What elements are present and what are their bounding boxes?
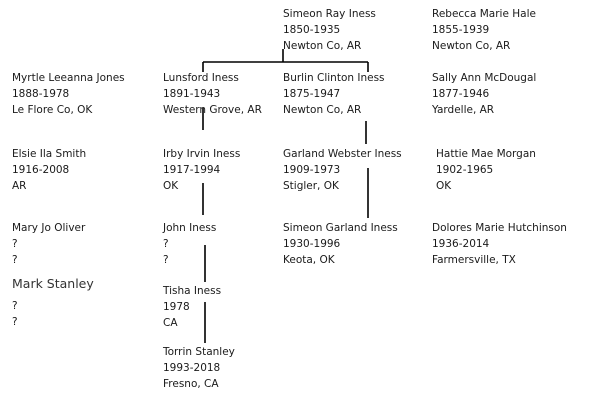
person-name: Elsie Ila Smith [12,148,87,160]
person-name: Mary Jo Oliver [12,222,86,234]
person-myrtle-leeanna-jones: Myrtle Leeanna Jones 1888-1978 Le Flore … [12,70,125,118]
person-place: Newton Co, AR [283,40,362,52]
person-mary-jo-oliver: Mary Jo Oliver ? ? [12,220,85,268]
person-place: OK [436,180,452,192]
person-name: Torrin Stanley [163,346,235,358]
person-dates: 1875-1947 [283,88,341,100]
person-name: Myrtle Leeanna Jones [12,72,125,84]
person-simeon-ray-iness: Simeon Ray Iness 1850-1935 Newton Co, AR [283,6,376,54]
person-name: Irby Irvin Iness [163,148,241,160]
person-place: Newton Co, AR [283,104,362,116]
person-name: Hattie Mae Morgan [436,148,536,160]
person-place: Farmersville, TX [432,254,516,266]
person-place: ? [163,254,169,266]
person-dates: 1891-1943 [163,88,221,100]
person-place: Keota, OK [283,254,335,266]
person-place: CA [163,317,178,329]
person-name: Garland Webster Iness [283,148,402,160]
person-simeon-garland-iness: Simeon Garland Iness 1930-1996 Keota, OK [283,220,398,268]
person-place: Newton Co, AR [432,40,511,52]
person-place: ? [12,316,18,328]
person-dates: 1902-1965 [436,164,494,176]
person-place: Stigler, OK [283,180,339,192]
person-name: Mark Stanley [12,276,94,291]
person-name: Rebecca Marie Hale [432,8,536,20]
person-dates: 1930-1996 [283,238,341,250]
person-name: Dolores Marie Hutchinson [432,222,567,234]
person-place: Western Grove, AR [163,104,262,116]
person-elsie-ila-smith: Elsie Ila Smith 1916-2008 AR [12,146,86,194]
person-name: John Iness [163,222,217,234]
person-dates: 1888-1978 [12,88,70,100]
person-garland-webster-iness: Garland Webster Iness 1909-1973 Stigler,… [283,146,402,194]
person-name: Simeon Ray Iness [283,8,376,20]
person-mark-stanley: Mark Stanley ? ? [12,276,94,330]
person-rebecca-marie-hale: Rebecca Marie Hale 1855-1939 Newton Co, … [432,6,536,54]
person-dates: 1978 [163,301,190,313]
person-name: Simeon Garland Iness [283,222,398,234]
person-john-iness: John Iness ? ? [163,220,216,268]
person-sally-ann-mcdougal: Sally Ann McDougal 1877-1946 Yardelle, A… [432,70,536,118]
person-dates: 1909-1973 [283,164,341,176]
person-place: Le Flore Co, OK [12,104,93,116]
person-place: OK [163,180,179,192]
person-dolores-marie-hutchinson: Dolores Marie Hutchinson 1936-2014 Farme… [432,220,567,268]
person-dates: 1855-1939 [432,24,490,36]
person-lunsford-iness: Lunsford Iness 1891-1943 Western Grove, … [163,70,262,118]
person-torrin-stanley: Torrin Stanley 1993-2018 Fresno, CA [163,344,235,392]
person-dates: 1877-1946 [432,88,490,100]
person-dates: 1917-1994 [163,164,221,176]
person-dates: ? [12,238,18,250]
person-name: Sally Ann McDougal [432,72,537,84]
person-name: Lunsford Iness [163,72,239,84]
person-place: ? [12,254,18,266]
person-name: Tisha Iness [163,285,222,297]
person-name: Burlin Clinton Iness [283,72,385,84]
person-irby-irvin-iness: Irby Irvin Iness 1917-1994 OK [163,146,240,194]
person-place: Fresno, CA [163,378,219,390]
person-burlin-clinton-iness: Burlin Clinton Iness 1875-1947 Newton Co… [283,70,385,118]
person-place: AR [12,180,27,192]
person-dates: 1993-2018 [163,362,221,374]
person-dates: 1916-2008 [12,164,70,176]
person-tisha-iness: Tisha Iness 1978 CA [163,283,221,331]
person-dates: ? [163,238,169,250]
person-dates: 1936-2014 [432,238,490,250]
person-dates: 1850-1935 [283,24,341,36]
person-place: Yardelle, AR [432,104,495,116]
person-hattie-mae-morgan: Hattie Mae Morgan 1902-1965 OK [436,146,536,194]
person-dates: ? [12,300,18,312]
